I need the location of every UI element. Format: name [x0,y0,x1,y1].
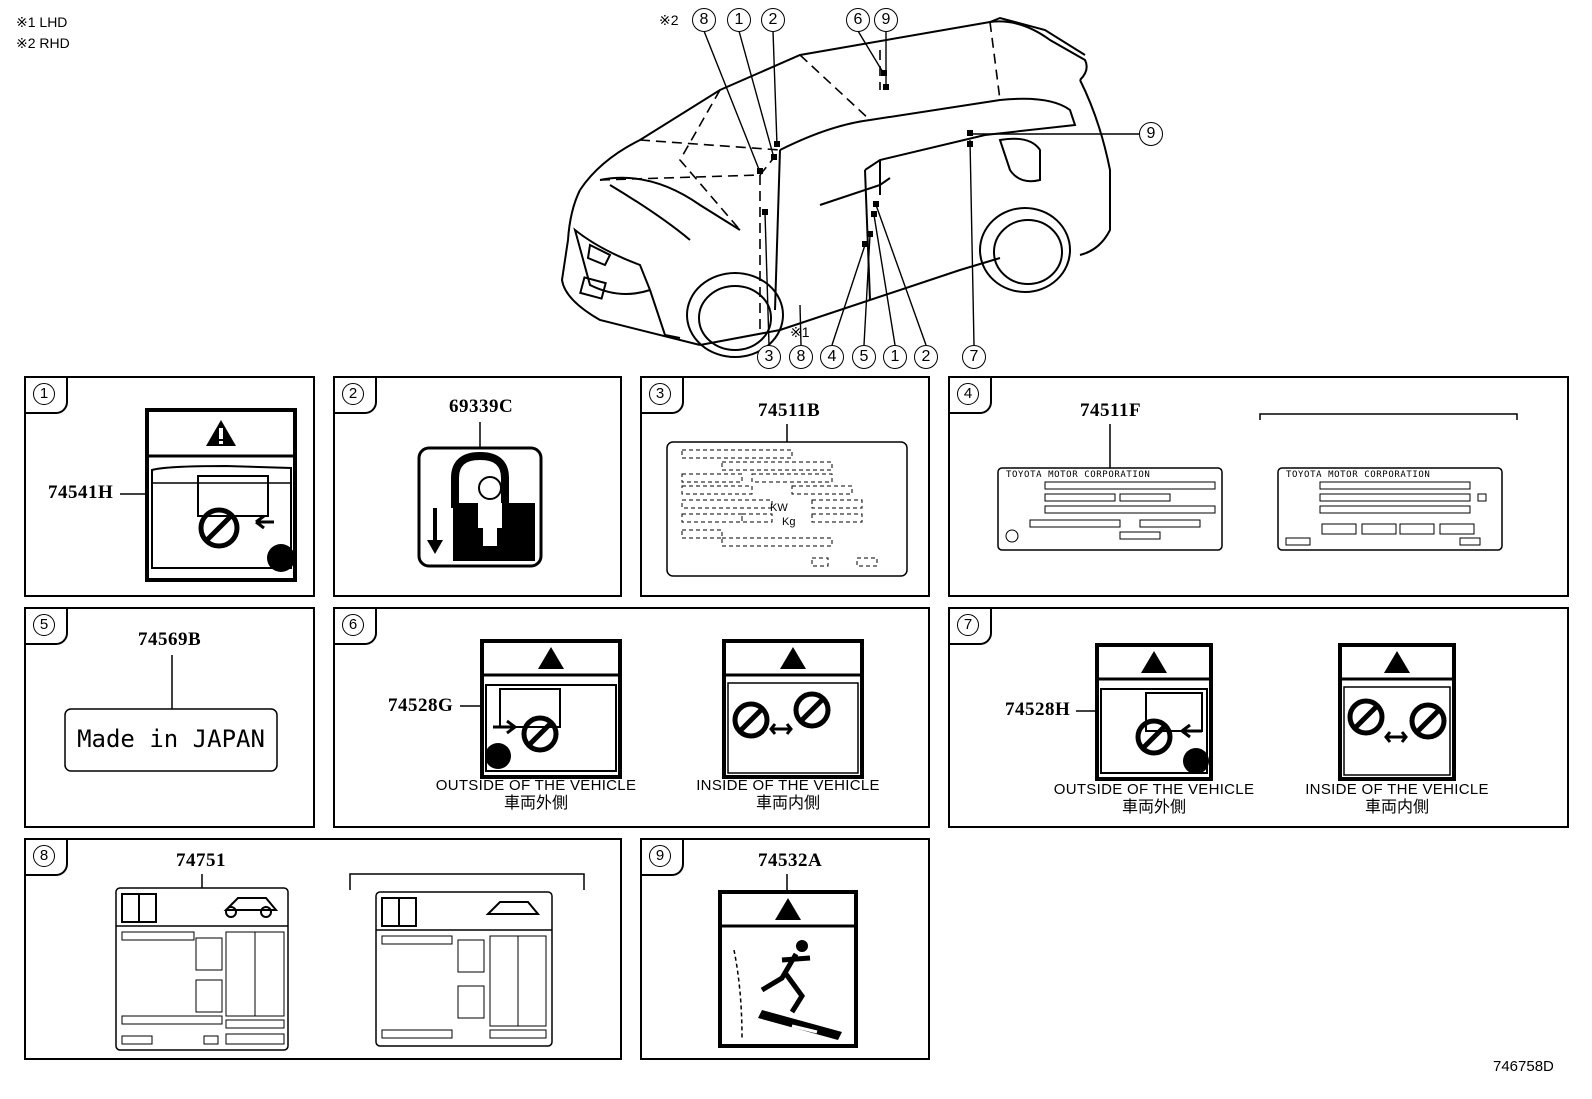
callout-lhd-mark: ※1 [790,324,810,340]
callout-2-bottom: 2 [914,345,938,369]
panel-number: 9 [649,845,671,867]
panel-number: 3 [649,383,671,405]
panel-number: 6 [342,614,364,636]
panel-number: 5 [33,614,55,636]
panel-number: 4 [957,383,979,405]
spec-plate-label [666,424,908,577]
panel-number: 8 [33,845,55,867]
callout-4-bottom: 4 [820,345,844,369]
panel-3: 3 74511B KW Kg [640,376,930,597]
vehicle-illustration [560,16,1139,358]
outside-caption-jp: 車両外側 [1121,799,1186,816]
part-number: 74511B [758,400,821,421]
made-in-text: Made in JAPAN [77,725,265,753]
outside-caption-jp: 車両外側 [503,795,568,812]
part-number: 74528H [1005,699,1071,720]
callout-9-right: 9 [1139,122,1163,146]
origin-label [64,655,278,772]
step-warning-label [718,874,858,1048]
outside-caption: OUTSIDE OF THE VEHICLE [435,777,637,794]
panel-9: 9 74532A [640,838,930,1060]
callout-8-top: 8 [692,8,716,32]
panel-2: 2 69339C [333,376,622,597]
panel-5: 5 74569B Made in JAPAN [24,607,315,828]
part-number: 74569B [138,629,202,650]
callout-6-top: 6 [846,8,870,32]
panel-6: 6 74528G OUTSIDE OF THE VEHICLE 車両外側 INS… [333,607,930,828]
inside-caption: INSIDE OF THE VEHICLE [1305,781,1489,798]
callout-1-bottom: 1 [883,345,907,369]
callout-2-top: 2 [761,8,785,32]
part-number: 74751 [176,850,226,871]
vin-plate-labels [997,413,1518,551]
part-number: 74541H [48,482,114,503]
inside-caption-jp: 車両内側 [755,795,820,812]
note-rhd: ※2 RHD [16,35,70,51]
inside-caption-jp: 車両内側 [1364,799,1429,816]
panel-number: 7 [957,614,979,636]
door-warning-label [120,408,297,582]
outside-caption: OUTSIDE OF THE VEHICLE [1053,781,1255,798]
callout-3-bottom: 3 [757,345,781,369]
panel-number: 2 [342,383,364,405]
panel-4: 4 74511F TOYOTA MOTOR CORPORATION TOYOTA… [948,376,1569,597]
unit-kg: Kg [782,516,796,528]
part-number: 74528G [388,695,454,716]
panel-number: 1 [33,383,55,405]
panel-1: 1 74541H [24,376,315,597]
callout-9-top: 9 [874,8,898,32]
callout-8-bottom: 8 [789,345,813,369]
drawing-code: 746758D [1493,1058,1554,1075]
child-lock-label [417,422,543,568]
inside-caption: INSIDE OF THE VEHICLE [696,777,880,794]
callout-7-bottom: 7 [962,345,986,369]
label-text-rhd: TOYOTA MOTOR CORPORATION [1286,470,1431,480]
unit-kw: KW [770,502,788,514]
sliding-door-warning-labels-rh [1076,643,1456,781]
sliding-door-warning-labels [460,639,864,779]
callout-1-top: 1 [727,8,751,32]
panel-7: 7 74528H OUTSIDE OF THE VEHICLE 車両外側 INS… [948,607,1569,828]
panel-8: 8 74751 [24,838,622,1060]
callout-rhd-mark: ※2 [659,12,679,28]
part-number: 74532A [758,850,823,871]
label-text-lhd: TOYOTA MOTOR CORPORATION [1006,470,1151,480]
note-lhd: ※1 LHD [16,14,68,30]
tire-information-labels [115,873,585,1051]
callout-5-bottom: 5 [852,345,876,369]
part-number: 74511F [1080,400,1142,421]
part-number: 69339C [449,396,514,417]
